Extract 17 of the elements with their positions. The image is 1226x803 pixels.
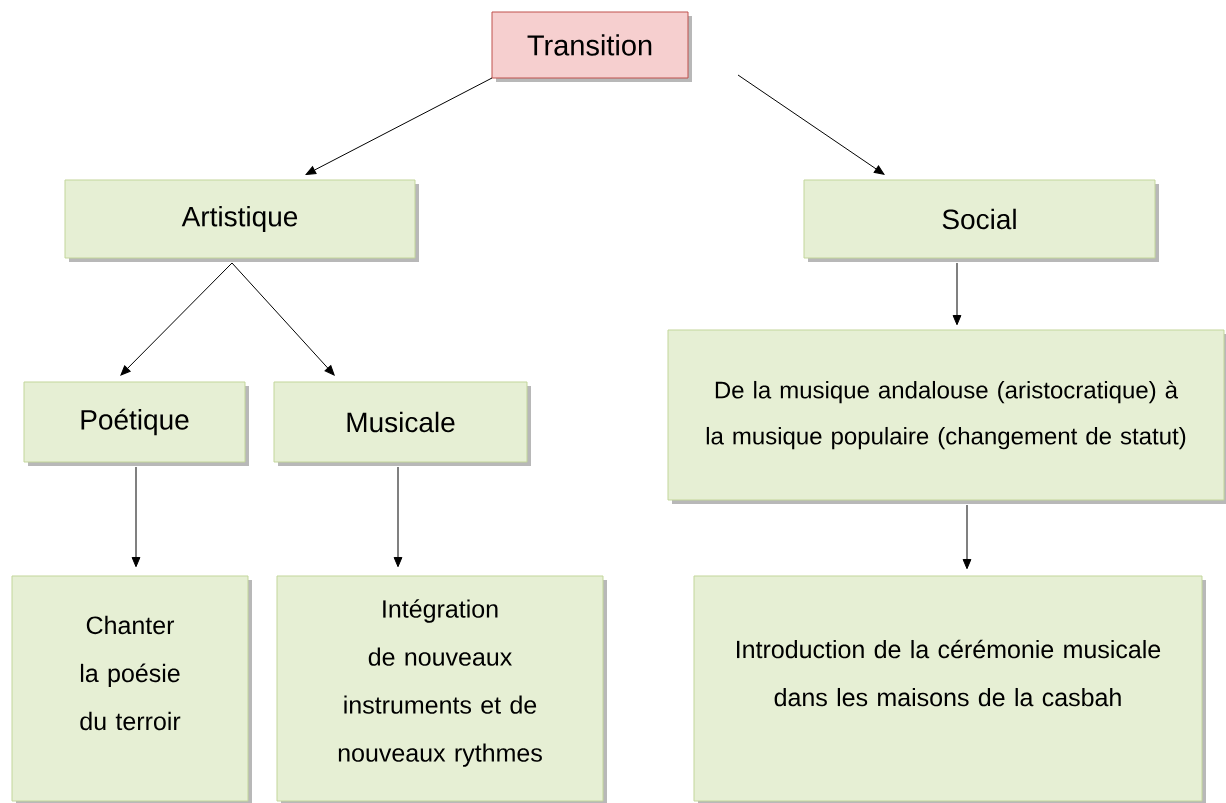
title-box: Transition xyxy=(491,11,692,82)
category-box: Artistique xyxy=(64,179,419,262)
description-box: Intégration de nouveaux instruments et de nouveaux rythmes xyxy=(276,575,607,803)
arrow xyxy=(952,262,962,326)
category-box: Musicale xyxy=(273,381,531,466)
arrow xyxy=(120,262,233,376)
arrow xyxy=(962,504,972,570)
category-box: Poétique xyxy=(23,381,249,466)
arrow xyxy=(231,262,335,376)
description-box: Introduction de la cérémonie musicale dans les maisons de la casbah xyxy=(693,575,1206,803)
arrow xyxy=(131,466,141,568)
description-box: Chanter la poésie du terroir xyxy=(11,575,252,803)
description-box: De la musique andalouse (aristocratique) à la musique populaire (changement de statut) xyxy=(667,329,1226,504)
arrow xyxy=(737,74,885,175)
arrow xyxy=(393,466,403,568)
arrow xyxy=(305,77,493,175)
category-box: Social xyxy=(803,179,1159,262)
